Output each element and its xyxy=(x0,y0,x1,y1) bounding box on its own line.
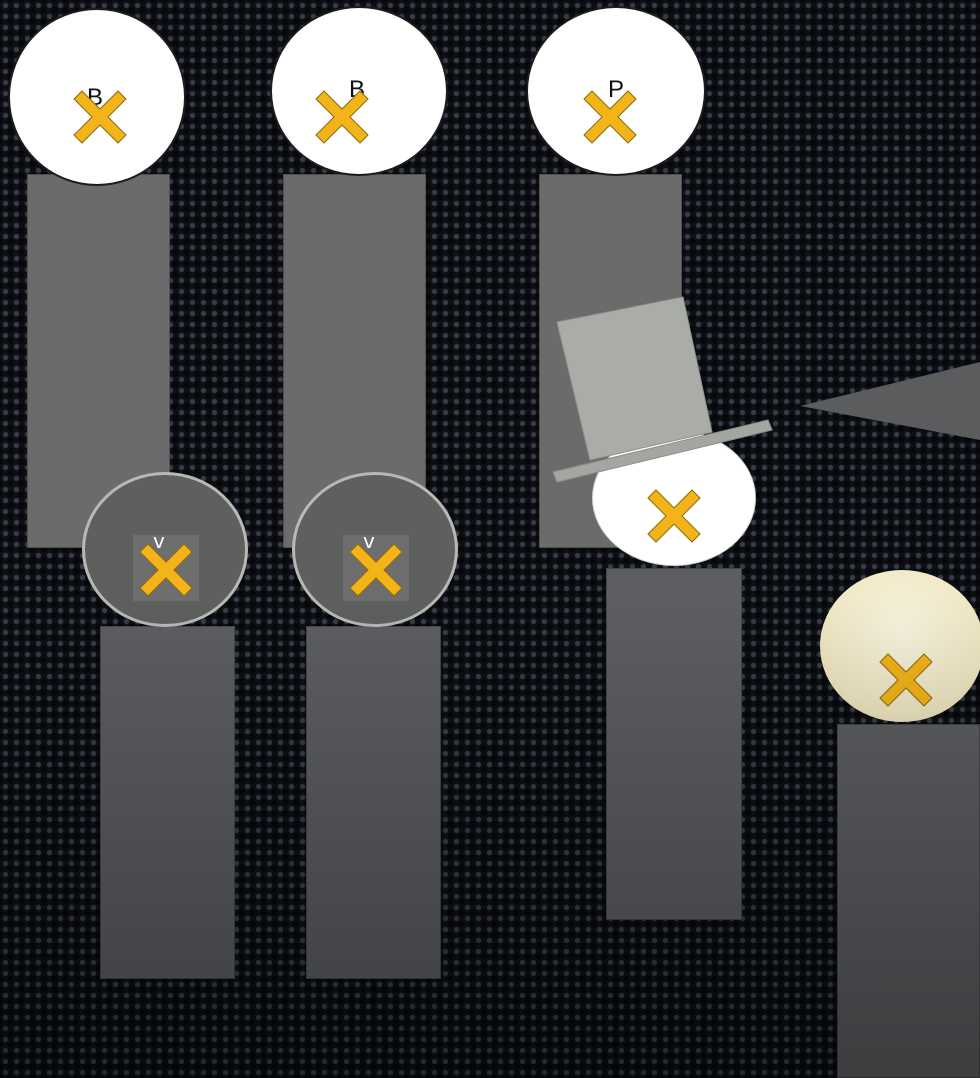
x-mark-icon xyxy=(644,486,704,546)
x-mark-icon xyxy=(876,650,936,710)
x-mark-icon xyxy=(136,540,196,600)
x-mark-icon xyxy=(346,540,406,600)
